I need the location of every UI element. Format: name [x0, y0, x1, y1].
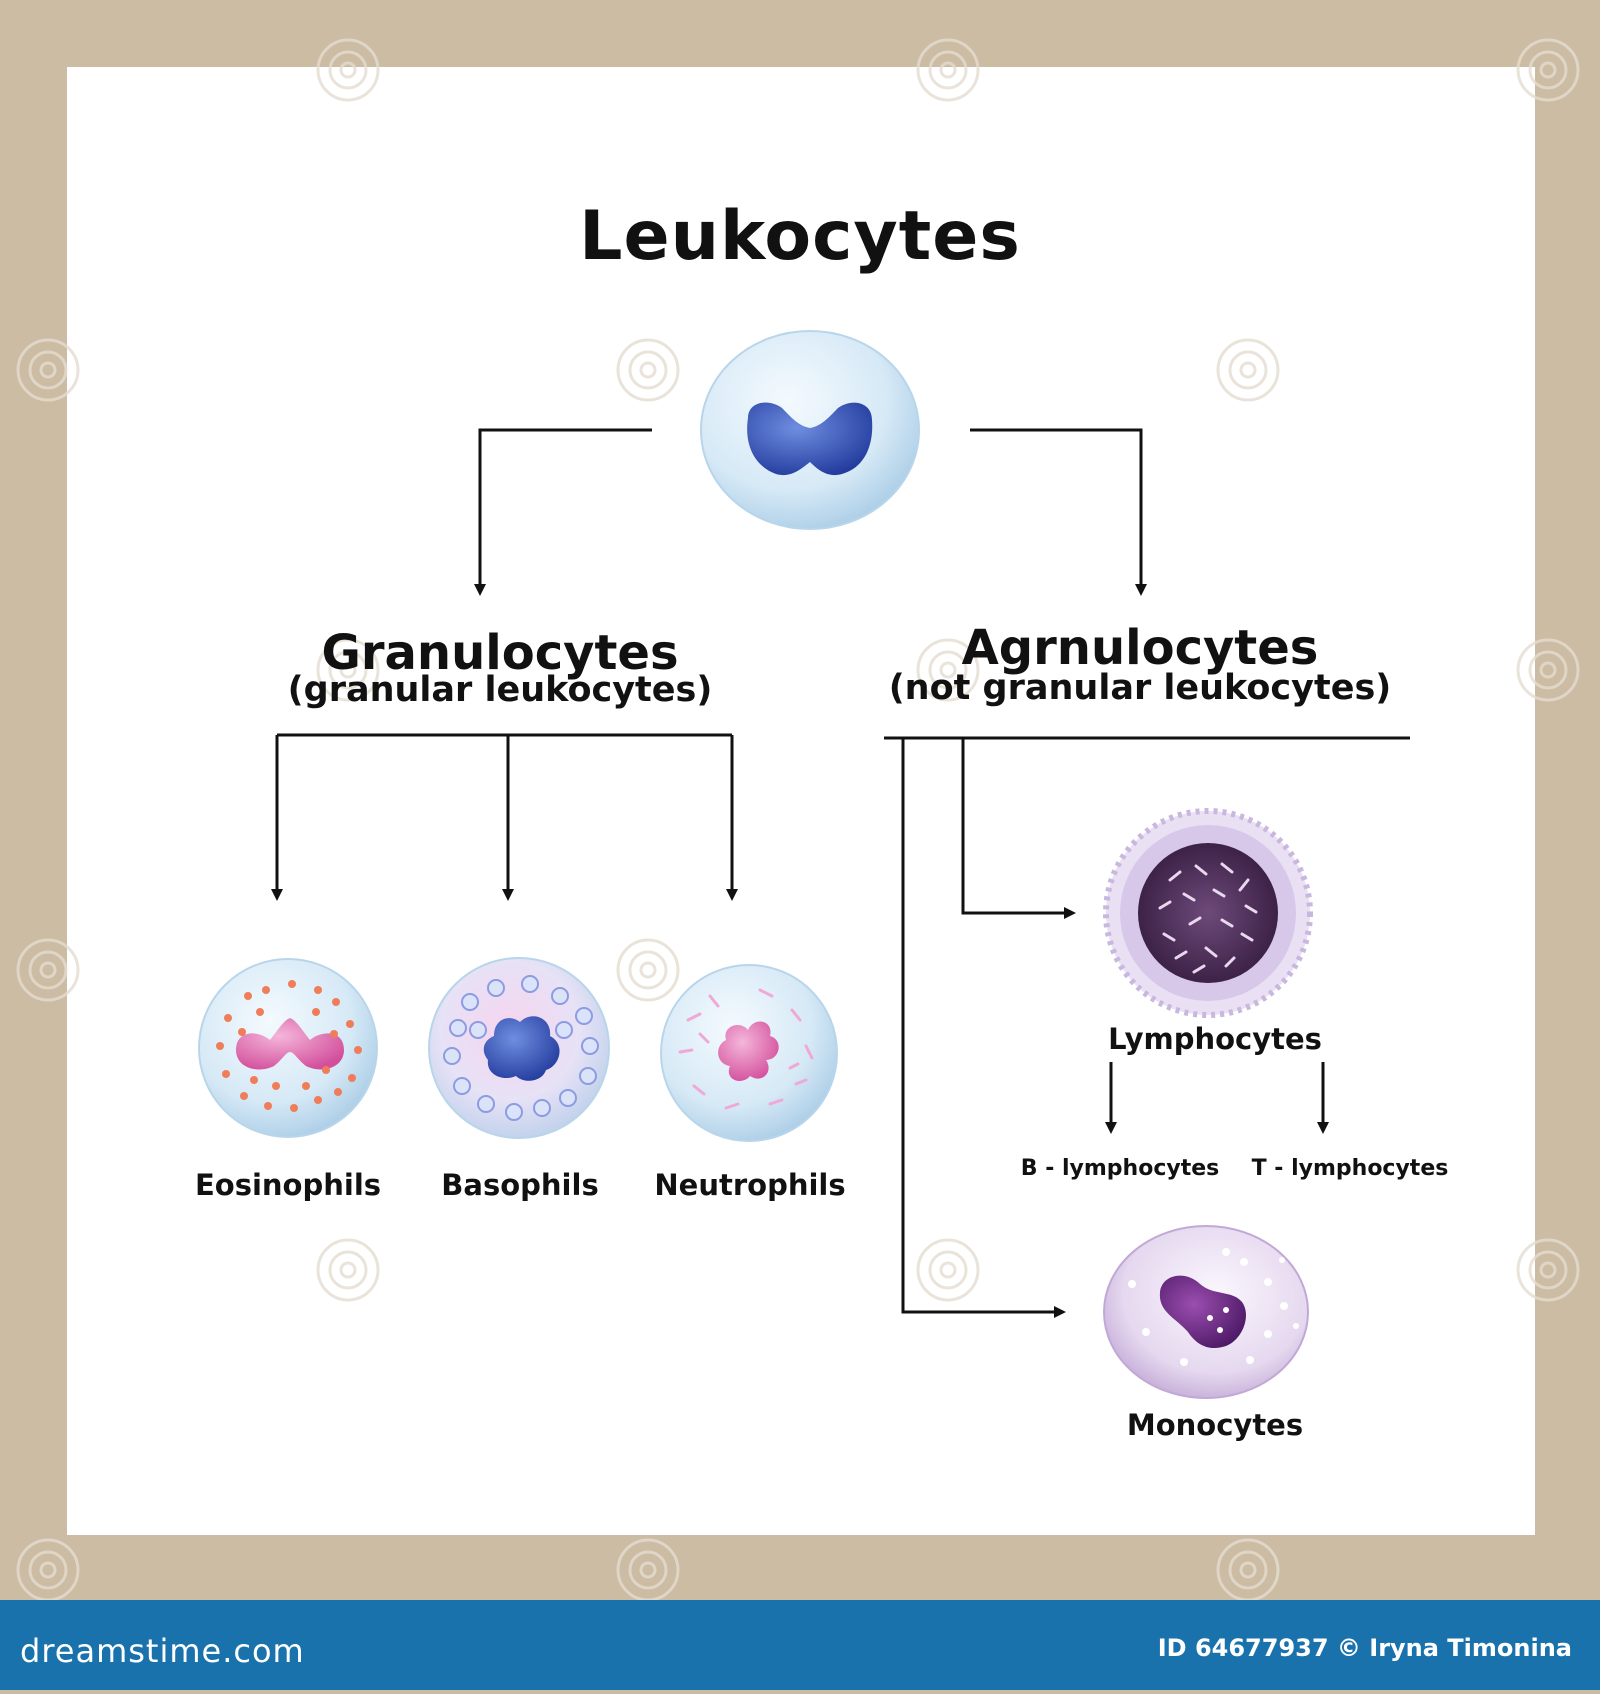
watermark-swirls: [16, 38, 1580, 1602]
neutrophils-label: Neutrophils: [654, 1168, 846, 1202]
monocytes-label: Monocytes: [1126, 1408, 1304, 1442]
arrow-to-monocytes: [901, 738, 1066, 1318]
arrow-to-granulocytes: [474, 428, 652, 596]
arrow-to-agranulocytes: [970, 428, 1147, 596]
basophils-label: Basophils: [441, 1168, 599, 1202]
granulocytes-subtitle: (granular leukocytes): [287, 670, 713, 710]
connectors: [271, 428, 1410, 1318]
agranulocytes-subtitle: (not granular leukocytes): [888, 668, 1392, 708]
diagram-title: Leukocytes: [579, 197, 1021, 276]
agranulocytes-label: Agrnulocytes: [961, 620, 1319, 676]
monocyte-cell-image: [1103, 1225, 1309, 1399]
eosinophils-label: Eosinophils: [194, 1168, 382, 1202]
arrow-to-lymphocytes: [961, 738, 1076, 919]
lymphocytes-label: Lymphocytes: [1108, 1022, 1322, 1056]
footer-bar: [0, 1600, 1600, 1690]
neutrophil-cell-image: [660, 964, 838, 1142]
basophil-cell-image: [428, 957, 610, 1139]
eosinophil-cell-image: [198, 958, 378, 1138]
granulocytes-label: Granulocytes: [321, 625, 679, 681]
image-credit: ID 64677937 © Iryna Timonina: [1157, 1634, 1572, 1662]
white-panel: [67, 67, 1535, 1535]
leukocyte-cell-image: [700, 330, 920, 530]
t-lymphocytes-label: T - lymphocytes: [1251, 1156, 1449, 1181]
lymphocyte-cell-image: [1103, 808, 1313, 1018]
brand-logo-text: dreamstime.com: [20, 1632, 305, 1670]
b-lymphocytes-label: B - lymphocytes: [1020, 1156, 1220, 1181]
